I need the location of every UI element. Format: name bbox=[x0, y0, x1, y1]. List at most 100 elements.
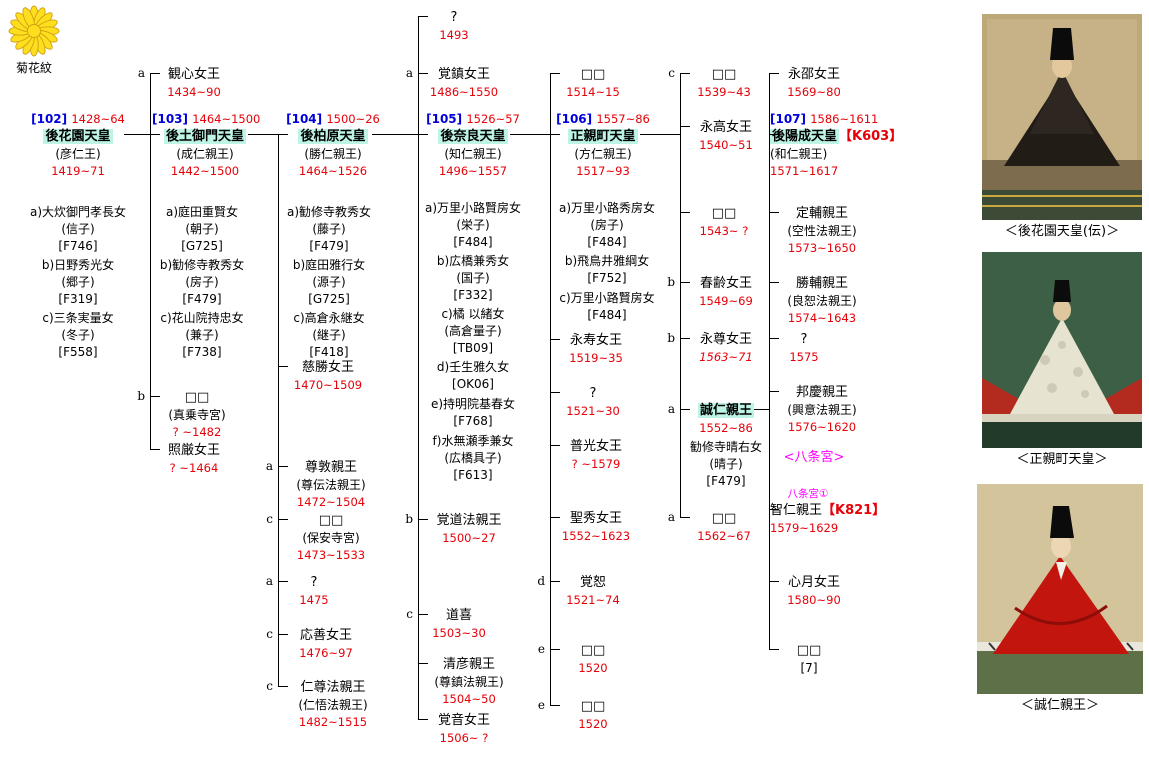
connector-hline bbox=[550, 392, 560, 393]
connector-hline bbox=[754, 409, 769, 410]
consort-103-c: c)花山院持忠女(兼子)[F738] bbox=[160, 311, 244, 359]
connector-hline bbox=[769, 212, 779, 213]
prince-ninson: 仁尊法親王(仁悟法親王)1482~1515 bbox=[298, 680, 368, 729]
branch-letter: a bbox=[405, 66, 413, 80]
connector-hline bbox=[550, 339, 560, 340]
consort-106-b: b)飛鳥井雅綱女[F752] bbox=[564, 254, 650, 285]
connector-hline bbox=[150, 134, 160, 135]
connector-hline bbox=[418, 519, 428, 520]
unknown-1475: ?1475 bbox=[299, 575, 329, 607]
connector-hline bbox=[418, 73, 428, 74]
portrait-caption-ogimachi: ＜正親町天皇＞ bbox=[1016, 452, 1108, 467]
branch-letter: a bbox=[667, 402, 675, 416]
consort-sanehito: 勧修寺晴右女(晴子)[F479] bbox=[689, 440, 762, 488]
consort-103-a: a)庭田重賢女(朝子)[G725] bbox=[165, 205, 239, 253]
connector-hline bbox=[550, 445, 560, 446]
consort-102-b: b)日野秀光女(郷子)[F319] bbox=[41, 258, 115, 306]
branch-letter: b bbox=[137, 389, 145, 403]
connector-hline bbox=[550, 517, 560, 518]
connector-hline bbox=[550, 705, 560, 706]
consort-105-e: e)持明院基春女[F768] bbox=[430, 397, 516, 428]
connector-hline bbox=[769, 338, 779, 339]
unknown-1562: □□1562~67 bbox=[697, 511, 751, 543]
unknown-1543: □□1543~ ? bbox=[699, 206, 749, 238]
connector-vline bbox=[418, 16, 419, 720]
portrait-prince-sanehito bbox=[977, 484, 1143, 694]
connector-hline bbox=[418, 614, 428, 615]
connector-hline bbox=[769, 134, 779, 135]
unknown-1520-a: □□1520 bbox=[578, 643, 608, 675]
consort-105-d: d)壬生雅久女[OK06] bbox=[436, 360, 510, 391]
consort-105-f: f)水無瀬季兼女(広橋具子)[F613] bbox=[432, 434, 514, 482]
connector-hline bbox=[124, 134, 150, 135]
unknown-1514: □□1514~15 bbox=[566, 67, 620, 99]
connector-hline bbox=[278, 366, 288, 367]
branch-letter: a bbox=[265, 574, 273, 588]
princess-fuko: 普光女王? ~1579 bbox=[569, 439, 622, 471]
connector-hline bbox=[278, 519, 288, 520]
hachijo-miya-label: <八条宮> bbox=[783, 450, 845, 465]
connector-hline bbox=[150, 73, 160, 74]
branch-letter: e bbox=[537, 698, 545, 712]
consort-104-a: a)勧修寺教秀女(藤子)[F479] bbox=[286, 205, 372, 253]
connector-hline bbox=[278, 466, 288, 467]
branch-letter: b bbox=[667, 331, 675, 345]
connector-hline bbox=[640, 134, 680, 135]
connector-hline bbox=[769, 509, 779, 510]
branch-letter: a bbox=[667, 510, 675, 524]
consort-106-a: a)万里小路秀房女(房子)[F484] bbox=[558, 201, 656, 249]
branch-letter: a bbox=[265, 459, 273, 473]
unknown-1521: ?1521~30 bbox=[566, 386, 620, 418]
princess-shogen: 照厳女王? ~1464 bbox=[167, 443, 220, 475]
connector-hline bbox=[680, 126, 690, 127]
portrait-emperor-gohanazono bbox=[982, 14, 1142, 220]
branch-letter: b bbox=[405, 512, 413, 526]
connector-hline bbox=[550, 649, 560, 650]
branch-letter: b bbox=[667, 275, 675, 289]
connector-hline bbox=[278, 686, 288, 687]
connector-hline bbox=[680, 338, 690, 339]
prince-sontai: 尊敦親王(尊伝法親王)1472~1504 bbox=[296, 460, 366, 509]
shinjoji-miya: □□(真乗寺宮)? ~1482 bbox=[168, 390, 226, 439]
branch-letter: d bbox=[537, 574, 545, 588]
prince-katsusuke: 勝輔親王(良恕法親王)1574~1643 bbox=[787, 276, 857, 325]
connector-hline bbox=[150, 449, 160, 450]
portrait-emperor-ogimachi bbox=[982, 252, 1142, 448]
connector-hline bbox=[418, 663, 428, 664]
branch-letter: c bbox=[266, 679, 273, 693]
consort-103-b: b)勧修寺教秀女(房子)[F479] bbox=[159, 258, 245, 306]
connector-hline bbox=[372, 134, 418, 135]
unknown-1520-b: □□1520 bbox=[578, 699, 608, 731]
hachijo-miya-sub: 八条宮① bbox=[787, 488, 829, 500]
connector-vline bbox=[769, 73, 770, 650]
connector-hline bbox=[769, 73, 779, 74]
prince-kuniyoshi: 邦慶親王(興意法親王)1576~1620 bbox=[787, 385, 857, 434]
unknown-note7: □□[7] bbox=[796, 643, 822, 675]
crest-label: 菊花紋 bbox=[15, 61, 52, 75]
connector-hline bbox=[150, 396, 160, 397]
branch-letter: c bbox=[266, 512, 273, 526]
prince-kiyohiko: 清彦親王(尊鎮法親王)1504~50 bbox=[434, 657, 504, 706]
connector-hline bbox=[769, 649, 779, 650]
branch-letter: c bbox=[668, 66, 675, 80]
consort-102-a: a)大炊御門孝長女(信子)[F746] bbox=[29, 205, 127, 253]
portrait-caption-gohanazono: ＜後花園天皇(伝)＞ bbox=[1004, 224, 1120, 239]
unknown-1575: ?1575 bbox=[789, 332, 819, 364]
branch-letter: a bbox=[137, 66, 145, 80]
connector-hline bbox=[550, 134, 560, 135]
